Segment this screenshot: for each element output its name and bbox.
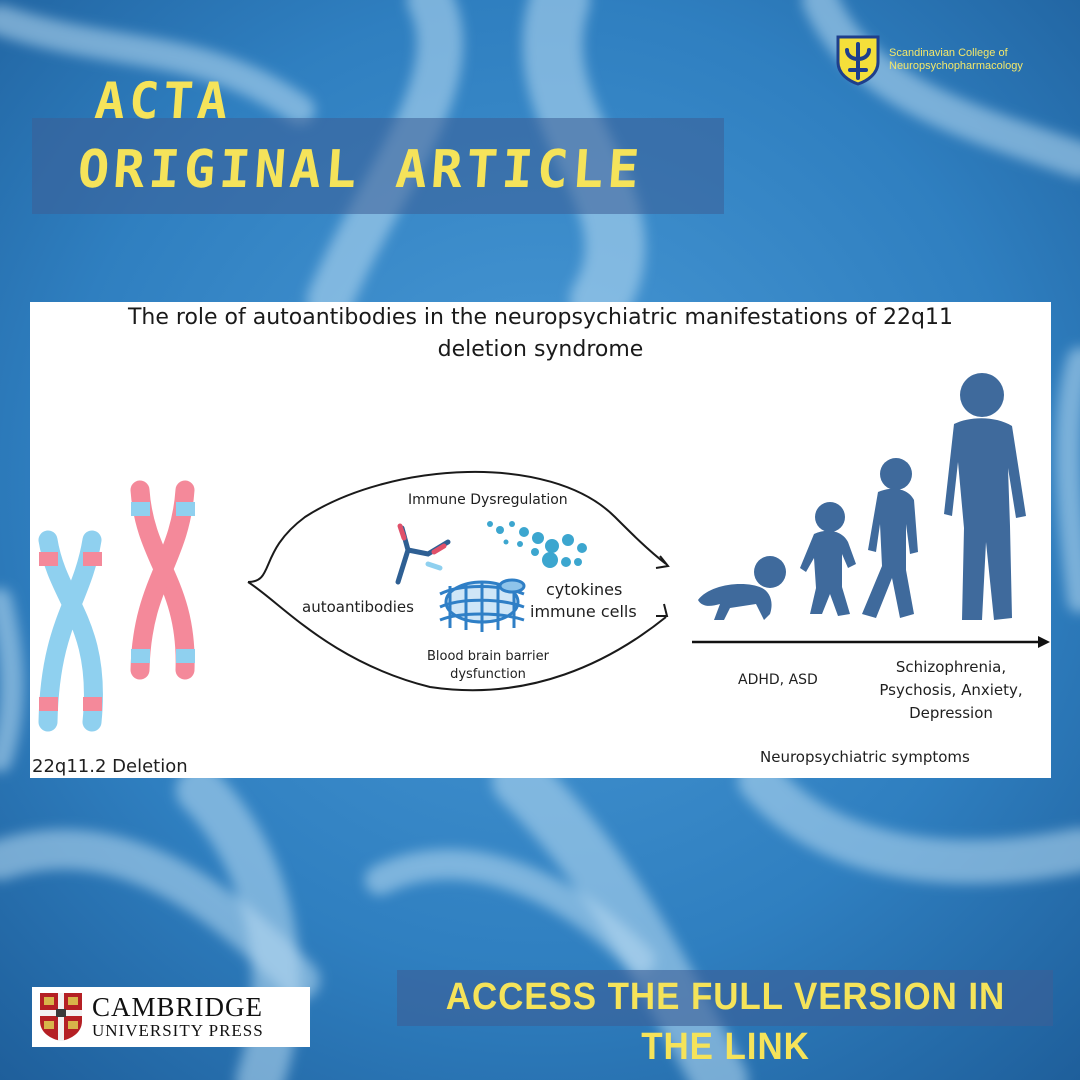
- cytokines-label: cytokines: [546, 580, 623, 599]
- later-symptoms-label: Schizophrenia, Psychosis, Anxiety, Depre…: [866, 656, 1036, 725]
- college-logo: Scandinavian College of Neuropsychopharm…: [835, 34, 1039, 86]
- blood-brain-barrier-icon: [439, 578, 526, 632]
- bbb-line1: Blood brain barrier: [426, 649, 549, 664]
- article-type-heading: ORIGINAL ARTICLE: [75, 140, 646, 200]
- bbb-dysfunction-label: Blood brain barrier dysfunction: [408, 648, 568, 684]
- cambridge-logo: CAMBRIDGE UNIVERSITY PRESS: [32, 987, 310, 1047]
- college-shield-icon: [836, 35, 880, 86]
- antibody-icon: [395, 523, 451, 585]
- immune-cells-label: immune cells: [530, 602, 637, 621]
- diagram-graphics: [38, 373, 1050, 732]
- later-line3: Depression: [909, 704, 993, 722]
- timeline-arrow: [692, 636, 1050, 648]
- title-banner: [32, 118, 724, 214]
- chromosome-blue-icon: [38, 530, 103, 732]
- later-line2: Psychosis, Anxiety,: [879, 681, 1023, 699]
- access-full-version-link[interactable]: ACCESS THE FULL VERSION IN THE LINK: [445, 976, 1006, 1068]
- bbb-line2: dysfunction: [450, 667, 526, 682]
- cta-banner: [397, 970, 1053, 1026]
- cytokine-dots-icon: [487, 521, 587, 568]
- diagram-title-line2: deletion syndrome: [437, 337, 644, 362]
- cambridge-shield-icon: [40, 993, 82, 1041]
- college-name-line2: Neuropsychopharmacology: [889, 60, 1023, 72]
- early-symptoms-label: ADHD, ASD: [738, 672, 818, 688]
- diagram-title: The role of autoantibodies in the neurop…: [30, 302, 1051, 366]
- journal-short-title: ACTA: [92, 72, 234, 130]
- chromosome-pink-icon: [130, 480, 195, 680]
- publisher-name-line2: UNIVERSITY PRESS: [92, 1021, 264, 1040]
- flow-arrows: [247, 470, 670, 692]
- publisher-name-line1: CAMBRIDGE: [92, 992, 264, 1022]
- symptoms-axis-label: Neuropsychiatric symptoms: [760, 748, 970, 766]
- graphical-abstract-panel: The role of autoantibodies in the neurop…: [30, 302, 1051, 778]
- immune-dysregulation-label: Immune Dysregulation: [408, 492, 568, 508]
- later-line1: Schizophrenia,: [895, 658, 1007, 676]
- college-name-line1: Scandinavian College of: [889, 47, 1008, 59]
- age-silhouettes-icon: [698, 373, 1026, 620]
- autoantibodies-label: autoantibodies: [302, 598, 414, 616]
- deletion-label: 22q11.2 Deletion: [32, 756, 188, 777]
- diagram-title-line1: The role of autoantibodies in the neurop…: [127, 305, 954, 330]
